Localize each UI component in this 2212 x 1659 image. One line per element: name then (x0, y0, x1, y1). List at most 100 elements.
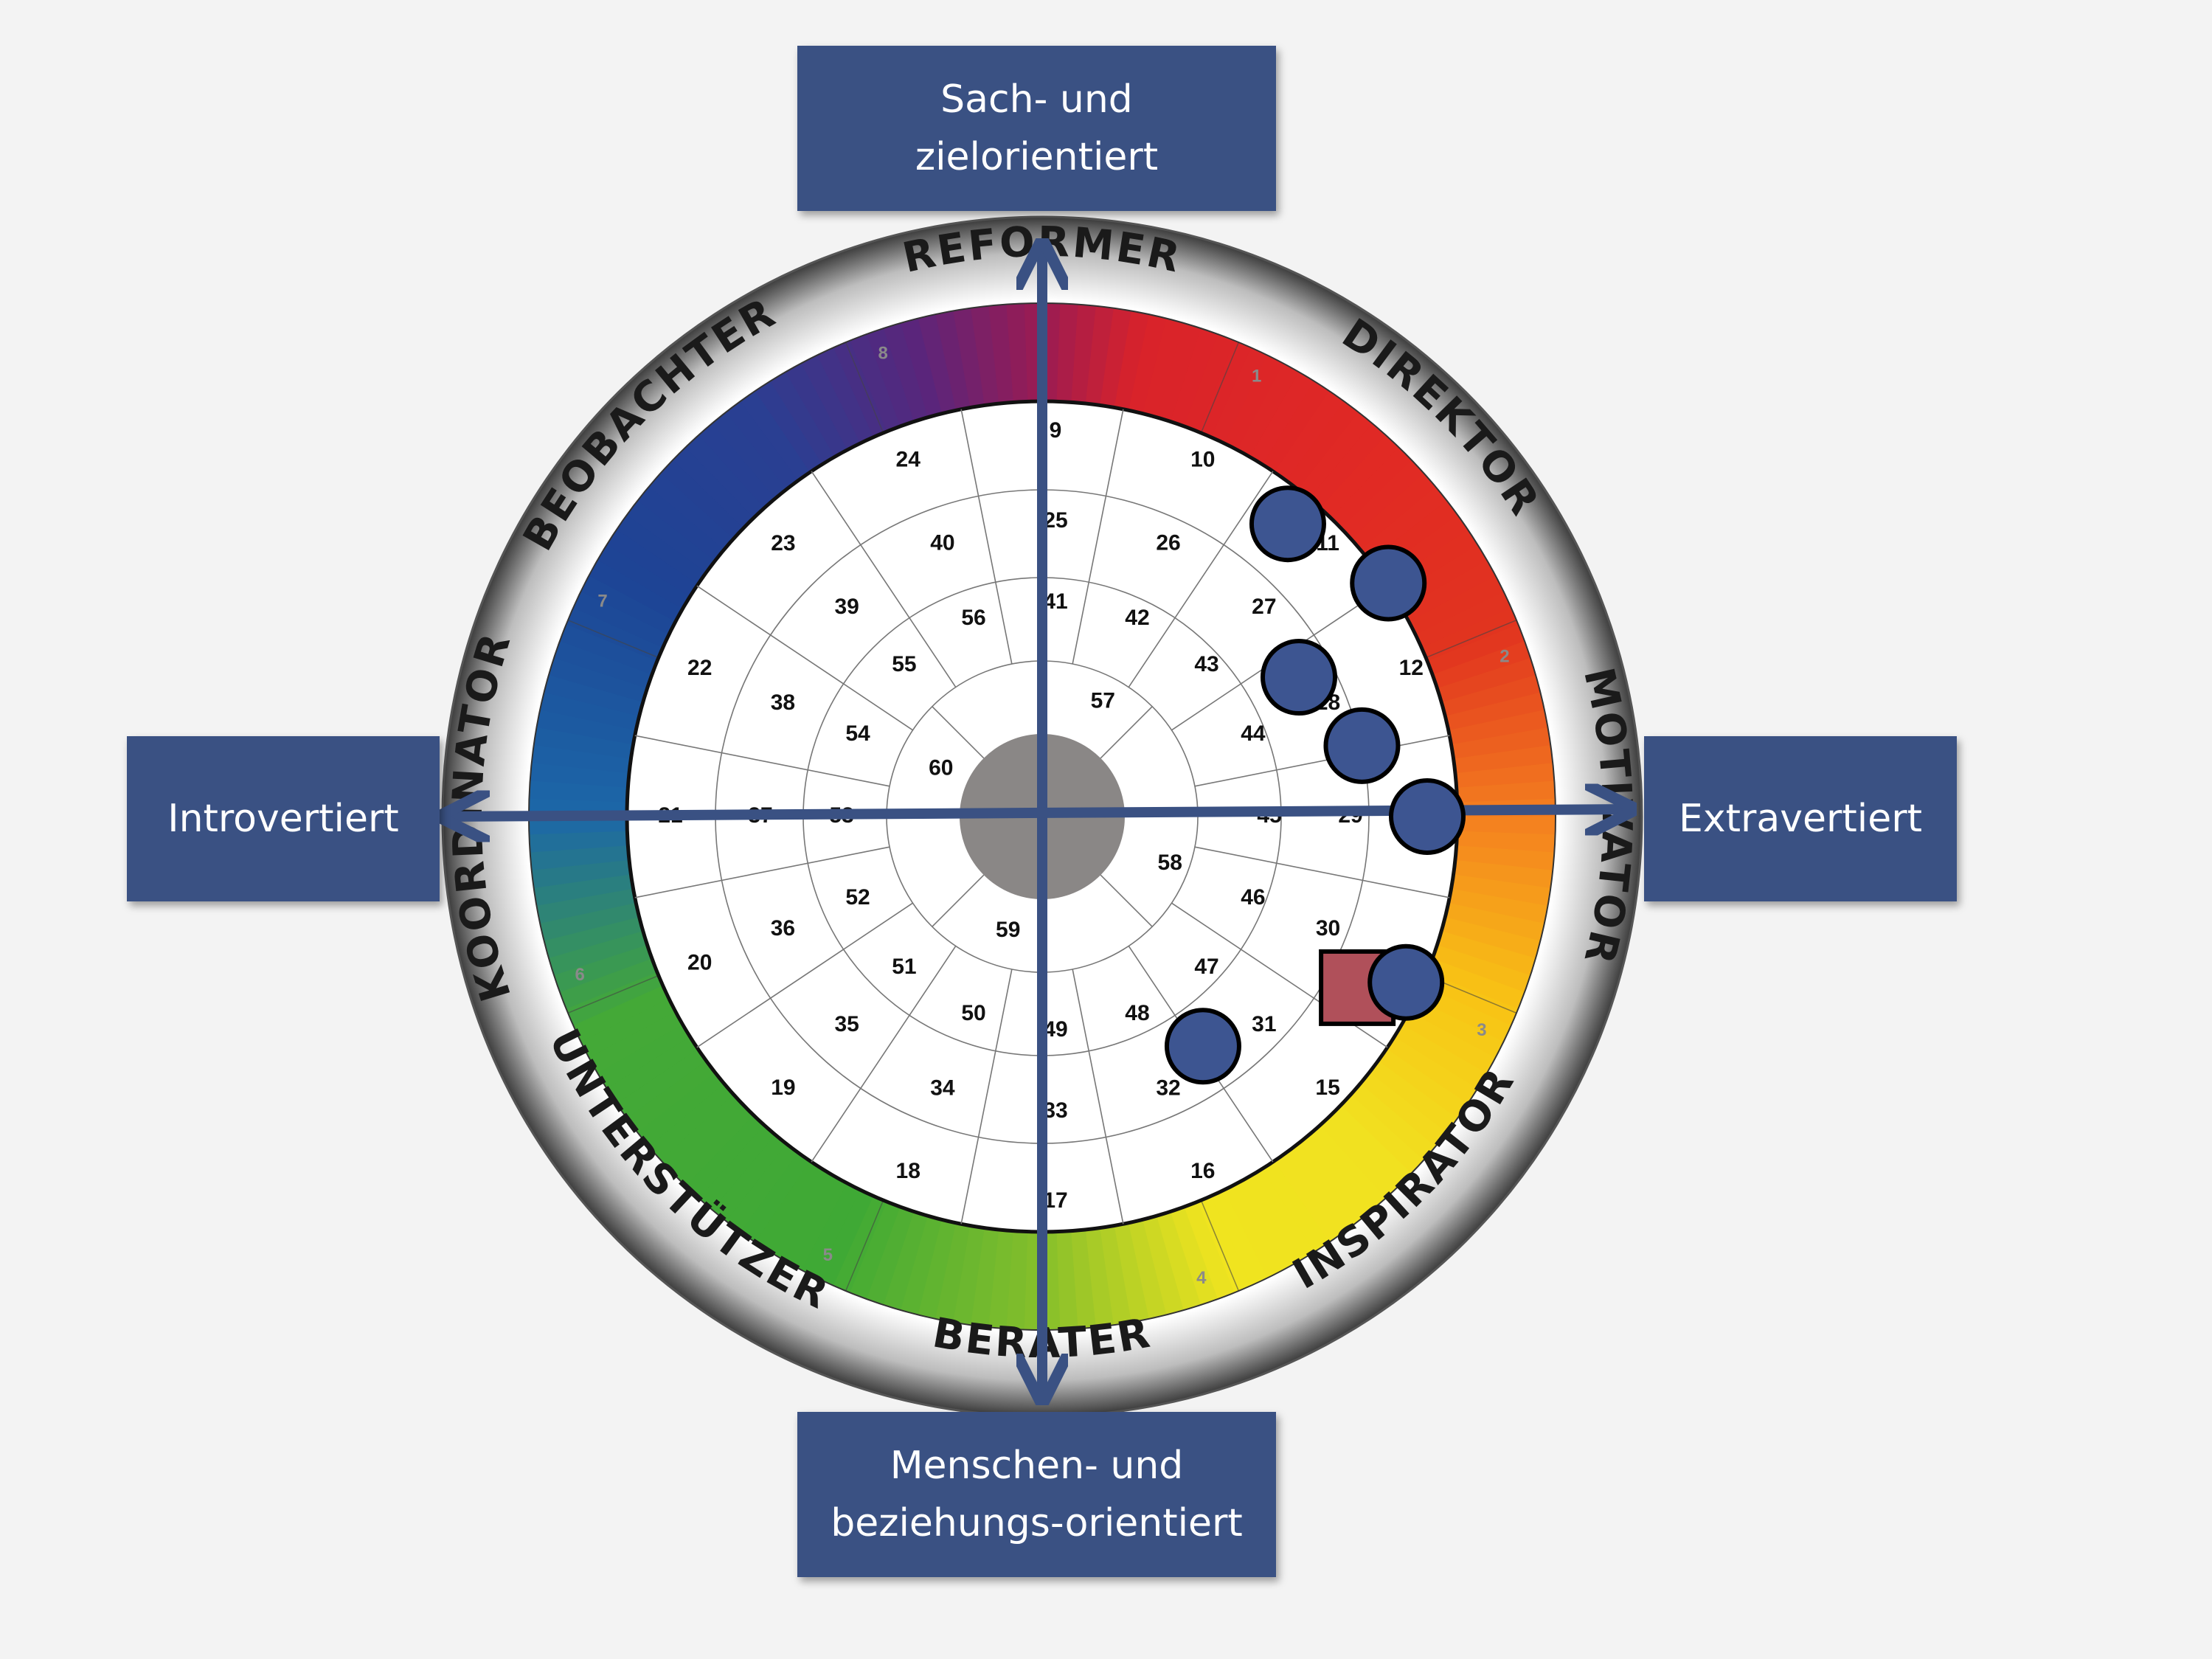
color-ring-slice (864, 1206, 915, 1305)
color-ring-slice (1237, 363, 1302, 458)
marker-circle (1389, 778, 1466, 855)
color-ring-slice (1224, 355, 1286, 451)
color-ring-slice (1432, 944, 1530, 995)
color-ring-slice (1421, 971, 1519, 1028)
color-ring-slice (647, 1081, 734, 1160)
color-ring-slice (559, 621, 659, 675)
color-ring-slice (1444, 903, 1544, 943)
marker-circle (1323, 707, 1401, 784)
color-ring-slice (1409, 575, 1505, 637)
color-ring-slice (1450, 874, 1551, 909)
color-ring-slice (1376, 1048, 1469, 1121)
color-ring-slice (1427, 624, 1526, 677)
color-ring-slice (740, 389, 812, 481)
color-ring-slice (1297, 412, 1375, 500)
color-ring-slice (1349, 1083, 1436, 1163)
color-ring-slice (614, 1047, 707, 1119)
color-ring-slice (1448, 888, 1548, 927)
color-ring-slice (531, 742, 631, 774)
segment-divider (1425, 619, 1517, 659)
color-ring-slice (566, 605, 664, 662)
color-ring-slice (1451, 727, 1551, 761)
color-ring-slice (881, 1211, 928, 1311)
color-ring-slice (1100, 308, 1134, 409)
color-ring-slice (770, 370, 837, 465)
color-ring-slice (1393, 1024, 1487, 1091)
color-ring-slice (1328, 1105, 1412, 1188)
color-ring-slice (1453, 859, 1553, 891)
position-number: 22 (687, 656, 712, 680)
segment-number: 3 (1477, 1020, 1486, 1040)
position-number: 38 (771, 690, 795, 715)
color-ring-slice (616, 512, 708, 585)
color-ring-slice (918, 314, 958, 414)
color-ring-slice (606, 527, 699, 597)
color-ring-slice (831, 1195, 887, 1293)
color-ring-slice (1274, 390, 1347, 482)
segment-divider (567, 974, 659, 1014)
color-ring-slice (1331, 447, 1414, 530)
color-ring-slice (898, 1215, 942, 1315)
color-ring-slice (1247, 1168, 1314, 1263)
color-ring-slice (605, 1034, 698, 1104)
position-number: 26 (1156, 530, 1180, 555)
color-ring-slice (1401, 560, 1497, 624)
color-ring-slice (1360, 486, 1449, 563)
position-number: 44 (1241, 721, 1266, 746)
color-ring-slice (579, 997, 676, 1058)
marker-circle (1261, 639, 1338, 716)
position-number: 32 (1156, 1076, 1180, 1100)
color-ring-slice (850, 333, 903, 432)
marker-circle (1350, 544, 1427, 622)
color-ring-slice (1249, 372, 1317, 466)
axis-label-top-box: Sach- und zielorientiert (797, 46, 1276, 211)
position-number: 46 (1241, 885, 1265, 910)
color-ring-slice (953, 308, 987, 408)
color-ring-slice (548, 655, 648, 702)
color-ring-slice (1432, 640, 1532, 690)
color-ring-slice (968, 1227, 999, 1328)
position-number: 31 (1252, 1012, 1276, 1036)
color-ring-slice (1415, 591, 1513, 650)
color-ring-slice (801, 353, 862, 450)
position-number: 27 (1252, 595, 1276, 619)
color-ring-slice (847, 1200, 901, 1300)
color-ring-slice (573, 589, 670, 648)
segment-divider (1200, 342, 1240, 434)
axis-label-bottom: Menschen- und beziehungs-orientiert (831, 1444, 1243, 1545)
position-number: 59 (996, 918, 1020, 942)
color-ring-slice (1318, 1115, 1399, 1200)
position-number: 43 (1194, 652, 1218, 676)
color-ring-slice (1320, 434, 1401, 520)
result-markers (1164, 485, 1466, 1085)
color-ring-slice (589, 557, 684, 622)
position-number: 23 (771, 531, 795, 555)
position-number: 47 (1194, 955, 1218, 979)
color-ring-slice (637, 484, 726, 561)
color-ring-slice (1286, 401, 1361, 491)
color-ring-slice (1448, 710, 1549, 747)
marker-circle (1164, 1008, 1241, 1085)
color-ring-slice (1098, 1225, 1131, 1326)
color-ring-slice (660, 457, 746, 539)
position-number: 30 (1316, 916, 1340, 941)
color-ring-slice (1340, 460, 1426, 541)
color-ring-slice (1351, 473, 1438, 552)
color-ring-slice (659, 1092, 744, 1174)
color-ring-slice (935, 310, 973, 411)
color-ring-slice (1154, 1211, 1202, 1312)
color-ring-slice (1436, 931, 1536, 978)
position-number: 48 (1125, 1001, 1149, 1025)
axis-label-left-box: Introvertiert (127, 736, 440, 901)
position-number: 57 (1091, 689, 1115, 713)
color-ring-slice (1367, 1060, 1458, 1135)
color-ring-slice (1085, 305, 1117, 406)
color-ring-slice (1157, 322, 1204, 423)
position-number: 54 (845, 721, 870, 746)
color-ring-slice (530, 760, 630, 788)
position-number: 42 (1125, 606, 1149, 630)
color-ring-slice (597, 542, 692, 609)
color-ring-slice (558, 956, 657, 1009)
